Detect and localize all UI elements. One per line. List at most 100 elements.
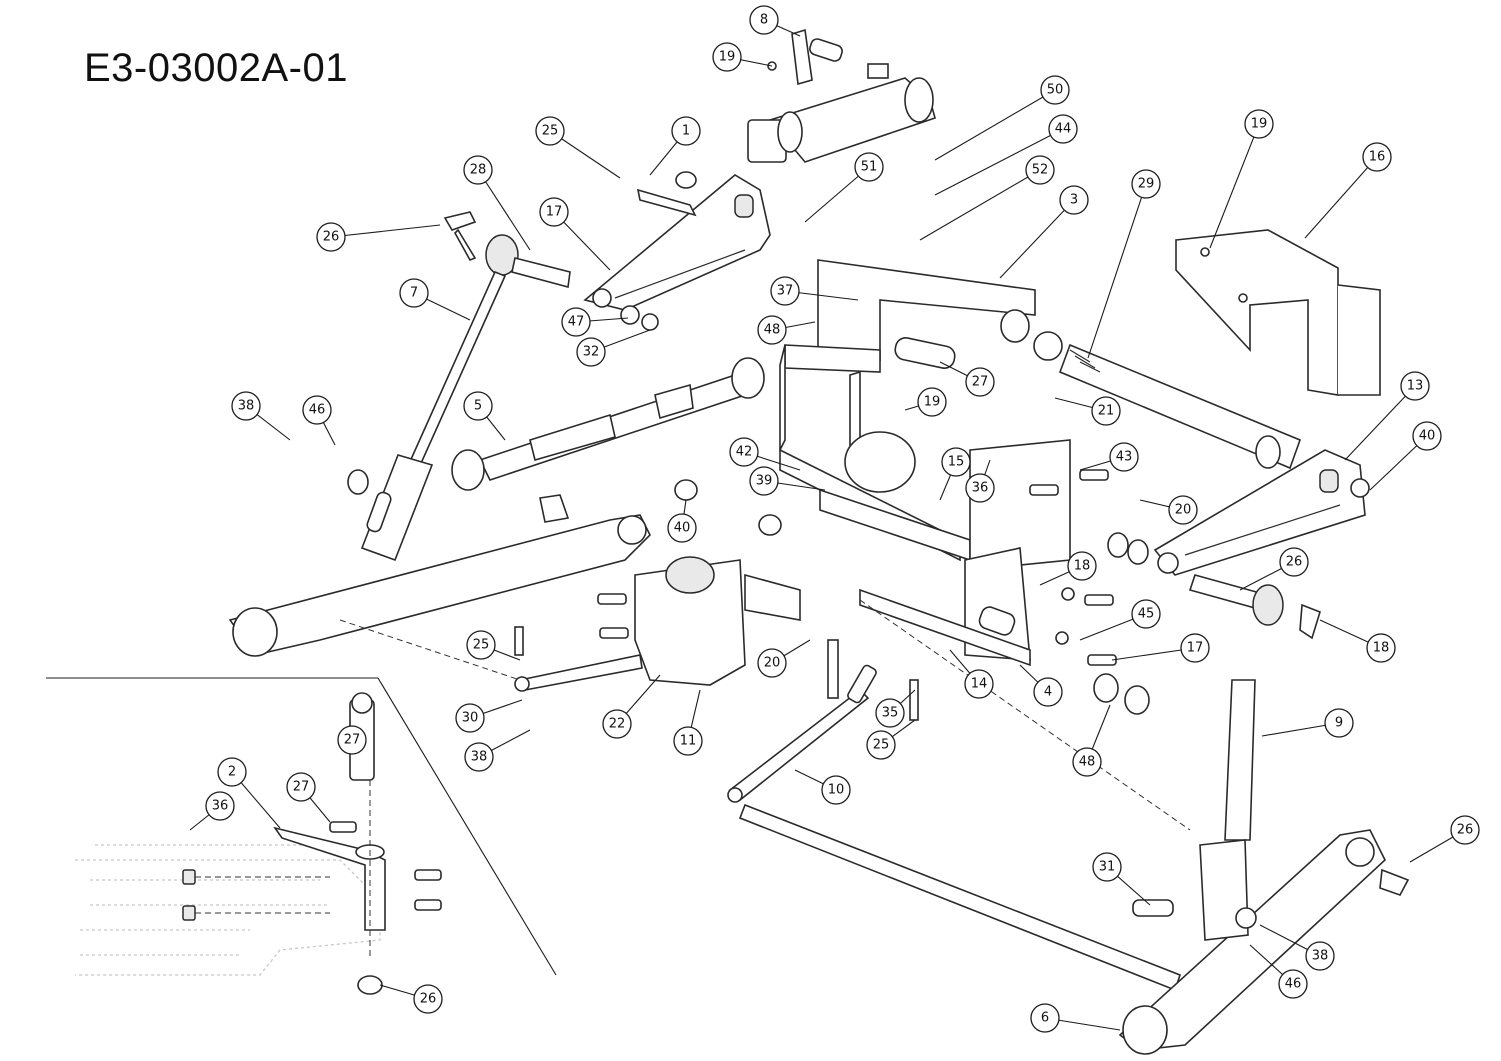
inset-bracket: [182, 692, 442, 995]
callout-number: 45: [1138, 607, 1155, 622]
callout-circle: [539, 197, 569, 227]
callout-circle: [1450, 815, 1480, 845]
callout-circle: [463, 391, 493, 421]
callout-circle: [965, 367, 995, 397]
callout-3: 3: [999, 185, 1089, 279]
callout-circle: [1279, 547, 1309, 577]
callout-circle: [1412, 421, 1442, 451]
callout-circle: [1109, 442, 1139, 472]
inset-frame: [46, 677, 557, 976]
callout-number: 28: [470, 163, 487, 178]
callout-number: 4: [1044, 685, 1052, 700]
callout-number: 37: [777, 284, 794, 299]
callout-number: 29: [1138, 177, 1155, 192]
callout-17: 17: [539, 197, 611, 271]
callout-37: 37: [770, 276, 859, 306]
callout-32: 32: [576, 329, 651, 367]
center-lower-link: [727, 639, 919, 803]
callout-38: 38: [464, 729, 531, 772]
callout-number: 21: [1098, 404, 1115, 419]
callout-circle: [464, 742, 494, 772]
callout-leader: [934, 89, 1056, 161]
callout-circle: [576, 337, 606, 367]
callout-number: 48: [764, 323, 781, 338]
callout-circle: [602, 709, 632, 739]
callout-19: 19: [712, 42, 773, 72]
callout-circle: [1244, 109, 1274, 139]
diagram-title: E3-03002A-01: [84, 46, 348, 90]
left-pin-assembly: [443, 211, 571, 289]
callout-number: 26: [1286, 555, 1303, 570]
callout-10: 10: [794, 769, 851, 805]
callout-18: 18: [1319, 619, 1396, 663]
callout-circle: [1048, 114, 1078, 144]
left-check-chain: [339, 619, 643, 692]
callout-circle: [964, 669, 994, 699]
callout-circle: [821, 775, 851, 805]
callout-circle: [1030, 1003, 1060, 1033]
left-upright-link: [347, 270, 507, 562]
callout-4: 4: [1019, 664, 1063, 707]
callout-26: 26: [1239, 547, 1309, 591]
callout-circle: [671, 116, 701, 146]
callout-26: 26: [316, 222, 441, 252]
callout-circle: [667, 513, 697, 543]
callout-circle: [1400, 371, 1430, 401]
callout-number: 20: [1175, 503, 1192, 518]
callout-19: 19: [904, 387, 947, 417]
callout-circle: [463, 155, 493, 185]
callout-circle: [205, 791, 235, 821]
callout-circle: [866, 730, 896, 760]
callout-40: 40: [667, 499, 697, 543]
callout-number: 26: [323, 230, 340, 245]
callout-number: 36: [972, 481, 989, 496]
callout-number: 25: [873, 738, 890, 753]
callout-leader: [999, 199, 1075, 279]
callout-22: 22: [602, 674, 661, 739]
callout-14: 14: [949, 649, 994, 699]
callout-leader: [934, 128, 1064, 196]
callout-number: 25: [542, 124, 559, 139]
callout-circle: [1366, 633, 1396, 663]
callout-43: 43: [1079, 442, 1139, 472]
callout-5: 5: [463, 391, 506, 441]
callout-circle: [1168, 495, 1198, 525]
callout-number: 32: [583, 345, 600, 360]
callout-circle: [413, 984, 443, 1014]
callout-circle: [1131, 169, 1161, 199]
callout-circle: [757, 315, 787, 345]
callout-number: 10: [828, 783, 845, 798]
callout-28: 28: [463, 155, 531, 251]
callout-circle: [466, 630, 496, 660]
callout-number: 44: [1055, 122, 1072, 137]
callout-20: 20: [757, 639, 811, 678]
callout-20: 20: [1139, 495, 1198, 525]
callout-number: 6: [1041, 1011, 1049, 1026]
callout-leader: [1209, 123, 1260, 249]
callout-number: 31: [1099, 860, 1116, 875]
shield-cover: [1175, 229, 1381, 396]
callout-number: 40: [674, 521, 691, 536]
callout-number: 42: [736, 445, 753, 460]
callout-leader: [1087, 183, 1147, 359]
callout-number: 20: [764, 656, 781, 671]
callout-number: 38: [471, 750, 488, 765]
callout-number: 30: [462, 711, 479, 726]
callout-circle: [302, 395, 332, 425]
callout-8: 8: [749, 5, 801, 37]
callout-47: 47: [561, 307, 629, 337]
callout-36: 36: [965, 459, 995, 503]
callout-44: 44: [934, 114, 1078, 196]
hitch-bracket: [597, 556, 801, 686]
callout-27: 27: [939, 361, 995, 397]
callout-number: 15: [948, 455, 965, 470]
callout-number: 19: [924, 395, 941, 410]
callout-38: 38: [231, 391, 291, 441]
callout-circle: [1362, 142, 1392, 172]
callout-circle: [217, 757, 247, 787]
callout-48: 48: [1072, 704, 1111, 777]
callout-circle: [917, 387, 947, 417]
right-lift-rod: [1132, 679, 1257, 941]
